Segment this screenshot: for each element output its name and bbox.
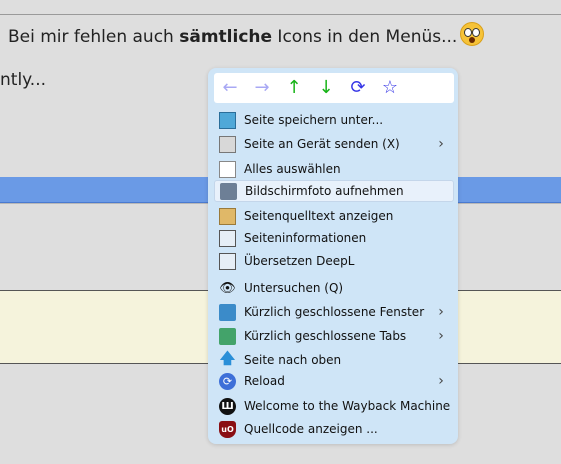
- reload-extension-icon: ⟳: [219, 372, 236, 390]
- wayback-machine-icon: Ш: [219, 397, 236, 415]
- ublock-icon: uO: [219, 420, 236, 438]
- partial-post-text: ntly...: [0, 70, 47, 90]
- reload-icon[interactable]: ⟳: [350, 77, 366, 98]
- menu-item-label: Seiteninformationen: [244, 231, 367, 245]
- menu-item-page-info[interactable]: Seiteninformationen: [214, 227, 454, 249]
- post-text-end: Icons in den Menüs...: [272, 27, 458, 47]
- eye-icon: 👁: [219, 280, 236, 296]
- menu-item-label: Welcome to the Wayback Machine: [244, 399, 451, 413]
- menu-item-label: Seite an Gerät senden (X): [244, 137, 400, 151]
- menu-item-label: Reload: [244, 374, 285, 388]
- menu-item-save-page[interactable]: Seite speichern unter...: [214, 109, 454, 131]
- menu-item-label: Untersuchen (Q): [244, 281, 344, 295]
- select-all-icon: [219, 160, 236, 178]
- closed-window-icon: [219, 303, 236, 321]
- bookmark-star-icon[interactable]: ☆: [381, 77, 399, 98]
- top-divider: [0, 14, 561, 15]
- post-text-start: Bei mir fehlen auch: [8, 27, 180, 47]
- menu-item-scroll-top[interactable]: 🡅 Seite nach oben: [214, 349, 454, 371]
- forward-arrow-icon[interactable]: →: [254, 77, 270, 98]
- up-arrow-icon[interactable]: ↑: [286, 77, 302, 98]
- menu-item-label: Seite speichern unter...: [244, 113, 384, 127]
- menu-item-recent-windows[interactable]: Kürzlich geschlossene Fenster ›: [214, 301, 454, 323]
- post-text: Bei mir fehlen auch sämtliche Icons in d…: [8, 22, 485, 47]
- empty-box-icon: [219, 252, 236, 270]
- menu-item-label: Kürzlich geschlossene Fenster: [244, 305, 425, 319]
- menu-item-label: Übersetzen DeepL: [244, 254, 355, 268]
- submenu-chevron-icon: ›: [438, 304, 444, 320]
- submenu-chevron-icon: ›: [438, 328, 444, 344]
- submenu-chevron-icon: ›: [438, 136, 444, 152]
- save-page-icon: [219, 111, 236, 129]
- menu-item-wayback[interactable]: Ш Welcome to the Wayback Machine: [214, 395, 454, 417]
- menu-item-view-source[interactable]: Seitenquelltext anzeigen: [214, 205, 454, 227]
- back-arrow-icon[interactable]: ←: [222, 77, 238, 98]
- menu-item-ublock-source[interactable]: uO Quellcode anzeigen ...: [214, 418, 454, 440]
- menu-item-label: Alles auswählen: [244, 162, 341, 176]
- context-menu: ← → ↑ ↓ ⟳ ☆ Seite speichern unter... Sei…: [208, 68, 458, 444]
- submenu-chevron-icon: ›: [438, 373, 444, 389]
- menu-item-label: Bildschirmfoto aufnehmen: [245, 184, 404, 198]
- send-device-icon: [219, 135, 236, 153]
- arrow-up-icon: 🡅: [219, 348, 236, 367]
- menu-item-translate-deepl[interactable]: Übersetzen DeepL: [214, 250, 454, 272]
- menu-item-label: Kürzlich geschlossene Tabs: [244, 329, 407, 343]
- menu-item-screenshot[interactable]: Bildschirmfoto aufnehmen: [214, 180, 454, 202]
- screenshot-icon: [220, 182, 237, 200]
- closed-tab-icon: [219, 327, 236, 345]
- menu-item-reload[interactable]: ⟳ Reload ›: [214, 370, 454, 392]
- menu-item-send-to-device[interactable]: Seite an Gerät senden (X) ›: [214, 133, 454, 155]
- menu-item-label: Seitenquelltext anzeigen: [244, 209, 394, 223]
- post-text-bold: sämtliche: [179, 27, 273, 47]
- menu-item-label: Quellcode anzeigen ...: [244, 422, 378, 436]
- empty-box-icon: [219, 229, 236, 247]
- view-source-icon: [219, 207, 236, 225]
- menu-item-recent-tabs[interactable]: Kürzlich geschlossene Tabs ›: [214, 325, 454, 347]
- menu-item-select-all[interactable]: Alles auswählen: [214, 158, 454, 180]
- astonished-emoji-icon: [460, 22, 485, 46]
- menu-item-inspect[interactable]: 👁 Untersuchen (Q): [214, 277, 454, 299]
- down-arrow-icon[interactable]: ↓: [318, 77, 334, 98]
- menu-item-label: Seite nach oben: [244, 353, 342, 367]
- navigation-toolbar: ← → ↑ ↓ ⟳ ☆: [214, 73, 454, 103]
